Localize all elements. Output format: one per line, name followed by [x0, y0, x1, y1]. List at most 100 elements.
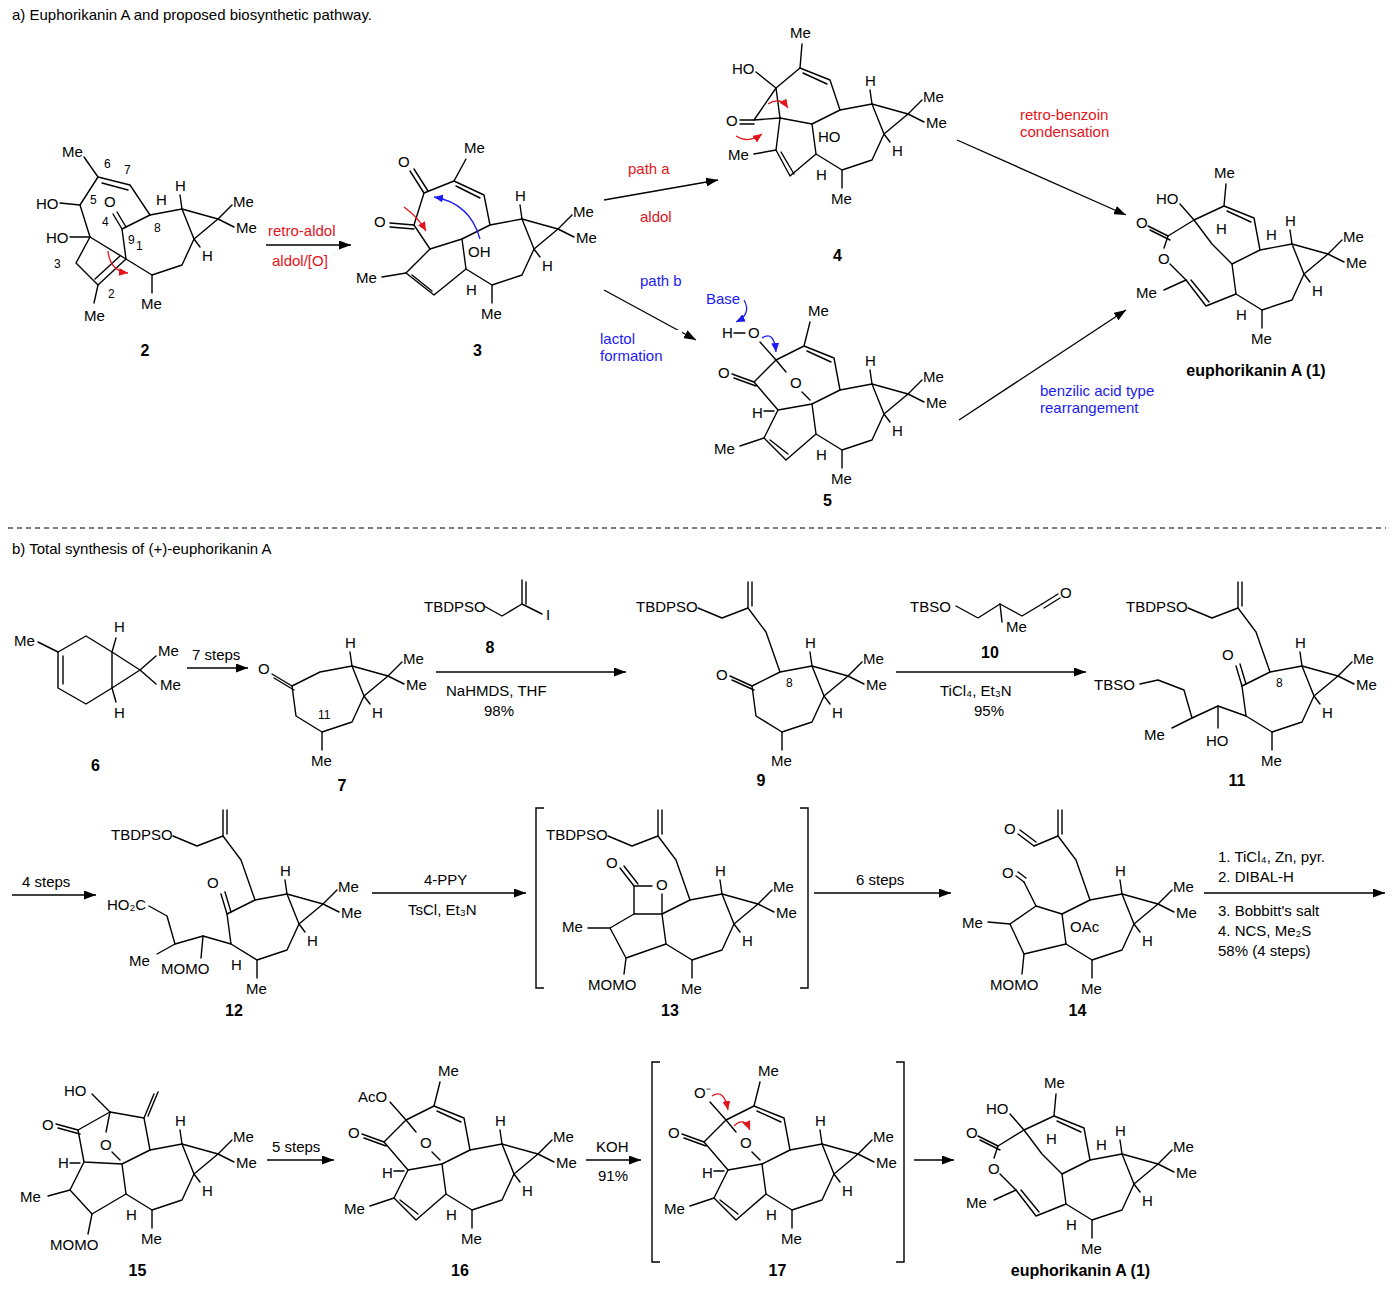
atom-label: Me [808, 302, 829, 319]
atom-label: Me [1006, 618, 1027, 635]
bond [151, 275, 152, 293]
bond [88, 1214, 92, 1234]
reagent-label: 4. NCS, Me₂S [1218, 922, 1311, 939]
atom-label: TBSO [1094, 676, 1135, 693]
reaction-arrow [267, 1159, 334, 1160]
bond [848, 676, 864, 684]
bond [390, 223, 414, 225]
bond [841, 450, 842, 468]
atom-label: H [865, 352, 876, 369]
reaction-arrow [896, 671, 1086, 672]
atom-label: H [766, 1206, 777, 1223]
bond [870, 90, 872, 104]
reaction-arrow [604, 180, 718, 200]
reagent-label: aldol/[O] [272, 252, 328, 269]
bond [222, 810, 223, 836]
atom-label: O [1004, 820, 1016, 837]
bond [58, 636, 112, 704]
bond [1338, 662, 1352, 676]
bond [38, 642, 58, 652]
bond [384, 1106, 470, 1170]
atom-label: H [126, 1206, 137, 1223]
bond [437, 1111, 461, 1122]
atom-label: H [1216, 220, 1227, 237]
bond [791, 1210, 792, 1228]
atom-label: H [702, 1164, 713, 1181]
bond [661, 894, 662, 914]
compound-number: 6 [91, 757, 100, 775]
atom-label: TBDPSO [1126, 598, 1188, 615]
atom-label: Me [926, 394, 947, 411]
bond [1021, 1190, 1039, 1212]
compound: 4 [722, 18, 953, 265]
bond [776, 118, 816, 176]
bond [908, 100, 922, 114]
bond [1217, 706, 1218, 728]
bond [1061, 810, 1062, 834]
bond [858, 1154, 874, 1162]
yield-label: 98% [484, 702, 514, 719]
atom-label: O [104, 193, 116, 210]
atom-label: HO₂C [107, 896, 146, 913]
atom-label: Me [1251, 330, 1272, 347]
bond [704, 1106, 790, 1170]
bond [781, 152, 794, 174]
atom-label: Me [236, 219, 257, 236]
atom-label: OAc [1070, 918, 1099, 935]
electron-arrow [108, 251, 128, 273]
bond [1044, 598, 1060, 608]
atom-label: H [58, 1154, 69, 1171]
yield-label: 58% (4 steps) [1218, 942, 1311, 959]
atom-label: O [606, 854, 618, 871]
atom-label: Me [158, 642, 179, 659]
atom-label: H [1142, 1192, 1153, 1209]
bond [812, 666, 848, 696]
bond [92, 1094, 110, 1112]
atom-label: H [1115, 862, 1126, 879]
atom-label: H [815, 1112, 826, 1129]
bond [218, 219, 234, 227]
atom-label: Me [338, 878, 359, 895]
atom-label: MOMO [161, 960, 209, 977]
bond [148, 1092, 158, 1116]
bond [1062, 894, 1134, 960]
atom-label: O [1222, 646, 1234, 663]
bond [364, 696, 370, 704]
bond [841, 170, 842, 188]
bond [538, 1154, 554, 1162]
atom-label: TBSO [910, 598, 951, 615]
atom-label: O [790, 374, 802, 391]
atom-label: Me [758, 1062, 779, 1079]
bond [1034, 836, 1090, 900]
atom-label: O [1158, 250, 1170, 267]
bond [720, 1200, 738, 1214]
atom-label: H [202, 247, 213, 264]
bond [752, 666, 824, 732]
bond [1232, 244, 1304, 310]
atom-number: 1 [136, 239, 143, 253]
atom-label: H [345, 634, 356, 651]
bond [834, 1174, 840, 1182]
bond [776, 68, 840, 124]
bond [352, 666, 388, 696]
atom-label: H [1096, 1136, 1107, 1153]
bond [157, 944, 175, 954]
bond [182, 209, 218, 239]
bond [48, 1190, 70, 1196]
atom-label: H [307, 932, 318, 949]
atom-label: MOMO [50, 1236, 98, 1253]
reagent-label: NaHMDS, THF [446, 682, 547, 699]
atom-label: HO [46, 229, 69, 246]
bond [1240, 664, 1246, 684]
compound-number: 3 [473, 342, 482, 360]
atom-label: H [722, 324, 733, 341]
bond [734, 332, 745, 333]
atom-label: Me [20, 1188, 41, 1205]
bond [1172, 718, 1192, 728]
atom-label: Me [14, 632, 35, 649]
compound: euphorikanin A (1) [958, 1068, 1203, 1280]
bond [1120, 1140, 1122, 1154]
atom-label: H [816, 446, 827, 463]
bond [1188, 608, 1270, 672]
bond [872, 384, 908, 414]
